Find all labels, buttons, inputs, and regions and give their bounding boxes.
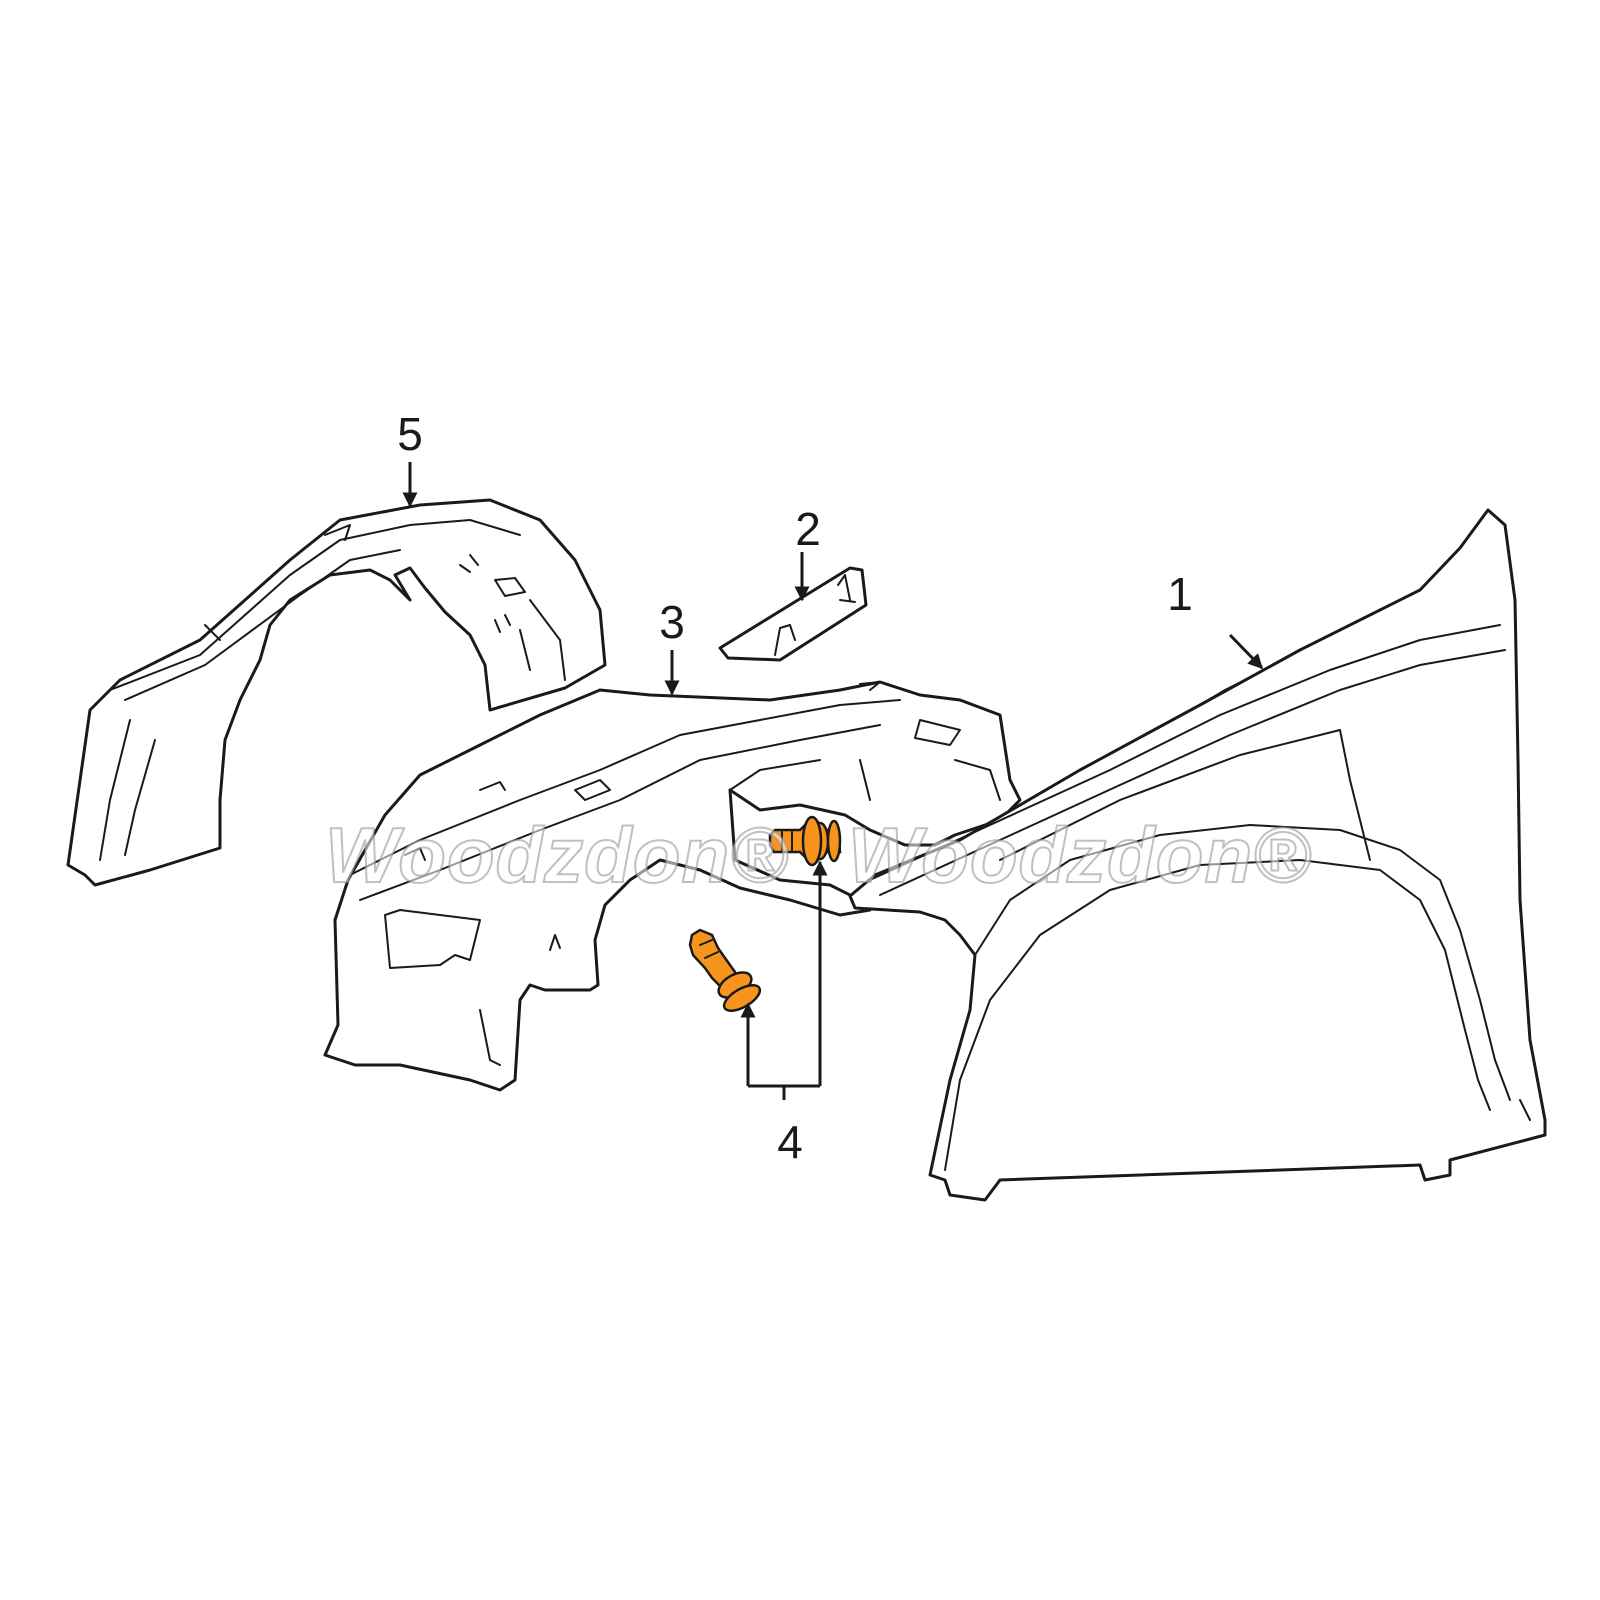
callout-4: 4	[777, 1116, 803, 1168]
part-4-retainer-clip-upper[interactable]	[768, 815, 842, 867]
callout-5: 5	[397, 408, 423, 460]
leader-lines	[402, 462, 1264, 1100]
callout-1: 1	[1167, 568, 1193, 620]
watermark-left: Woodzdon®	[325, 811, 789, 899]
callout-3: 3	[659, 596, 685, 648]
part-3-inner-fender-liner[interactable]	[323, 680, 1022, 1092]
callout-2: 2	[795, 503, 821, 555]
part-1-fender[interactable]	[848, 508, 1547, 1202]
leader-1	[1228, 633, 1264, 670]
part-5-inner-fender-liner[interactable]	[66, 498, 607, 887]
part-4-retainer-clip-lower[interactable]	[688, 928, 764, 1016]
leader-4-bracket	[748, 1084, 820, 1100]
watermark-right: Woodzdon®	[848, 811, 1312, 899]
part-2-bracket[interactable]	[718, 566, 868, 662]
